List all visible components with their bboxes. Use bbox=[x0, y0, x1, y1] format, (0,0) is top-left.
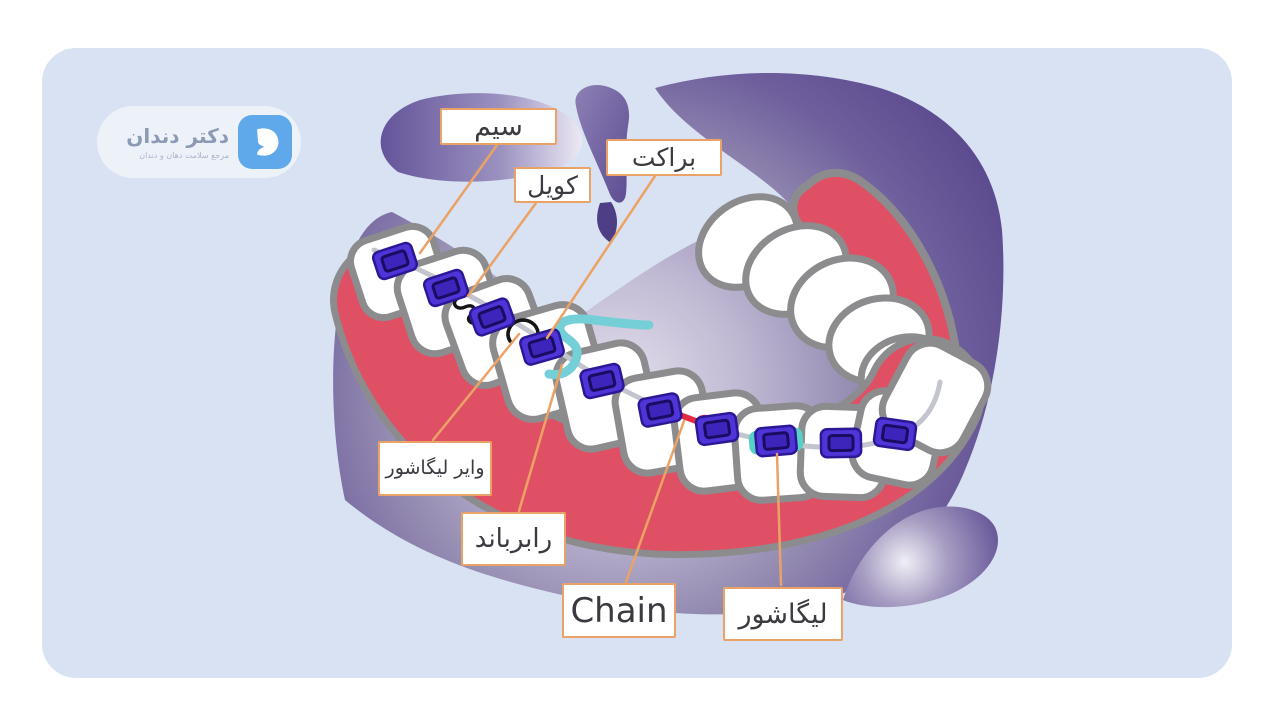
leader-line-ligature-wire bbox=[431, 332, 521, 442]
logo-badge: دکتر دندان مرجع سلامت دهان و دندان bbox=[97, 106, 301, 178]
label-rubber-band: رابرباند bbox=[461, 512, 566, 566]
label-ligature-wire: وایر لیگاشور bbox=[378, 441, 492, 496]
bracket bbox=[637, 392, 683, 428]
wire-ligature-hook bbox=[506, 318, 540, 343]
leader-line-chain bbox=[624, 419, 686, 584]
label-chain: Chain bbox=[562, 583, 676, 638]
leader-lines bbox=[418, 143, 783, 587]
label-wire: سیم bbox=[440, 108, 557, 145]
label-bracket: براکت bbox=[606, 139, 722, 176]
tooth-d-glyph bbox=[257, 128, 279, 156]
leader-line-wire bbox=[418, 143, 499, 255]
bracket bbox=[468, 297, 516, 337]
logo-title: دکتر دندان bbox=[126, 124, 229, 148]
bracket bbox=[422, 268, 470, 308]
bracket bbox=[872, 416, 918, 452]
leader-line-bracket bbox=[545, 174, 657, 340]
brackets bbox=[371, 241, 918, 459]
bracket bbox=[371, 241, 419, 281]
logo-text: دکتر دندان مرجع سلامت دهان و دندان bbox=[126, 124, 229, 160]
label-coil: کویل bbox=[514, 167, 591, 203]
label-ligature: لیگاشور bbox=[723, 587, 843, 641]
leader-line-rubber-band bbox=[517, 363, 564, 513]
bracket bbox=[579, 362, 625, 400]
logo-subtitle: مرجع سلامت دهان و دندان bbox=[139, 151, 229, 160]
rubber-band-elastic bbox=[544, 314, 654, 380]
bracket bbox=[694, 411, 740, 447]
bracket bbox=[819, 427, 863, 459]
splash-drop bbox=[843, 506, 998, 608]
leader-line-coil bbox=[466, 201, 538, 298]
bracket bbox=[754, 424, 798, 458]
bracket bbox=[519, 328, 565, 366]
leader-line-ligature bbox=[775, 452, 783, 587]
tooth-d-icon bbox=[238, 115, 292, 169]
splash-drop bbox=[597, 202, 617, 243]
